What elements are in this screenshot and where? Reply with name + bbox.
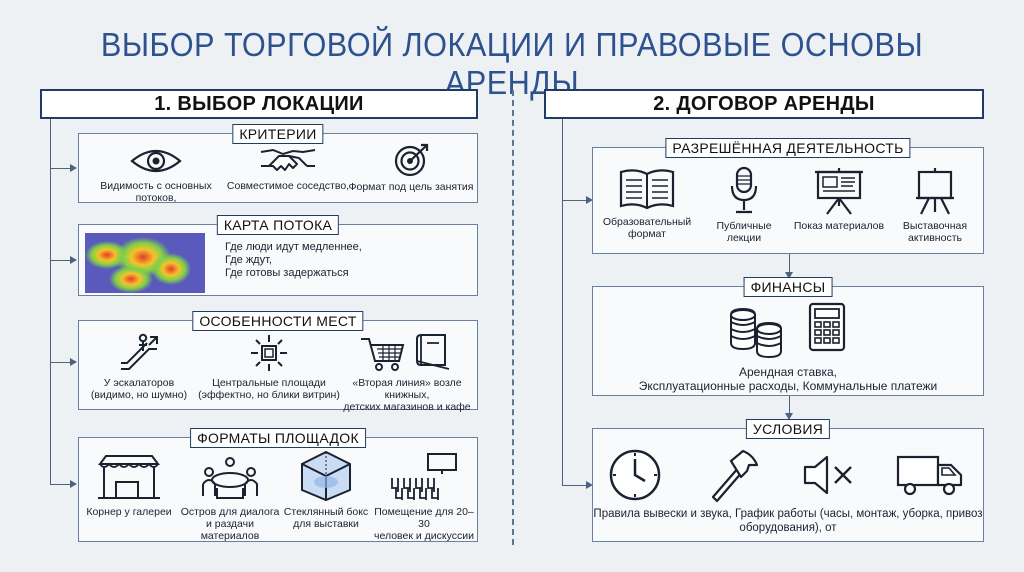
glass-box-icon — [301, 450, 351, 502]
feature-item-second-line: «Вторая линия» возле книжных, детских ма… — [337, 331, 477, 413]
format-item-room: Помещение для 20–30 человек и дискуссии — [371, 452, 477, 542]
format-item-island: Остров для диалога и раздачи материалов — [179, 452, 281, 542]
activity-item-education: Образовательный формат — [597, 166, 697, 240]
flow-map-panel: КАРТА ПОТОКА Где люди идут медленнее, Гд… — [78, 215, 478, 296]
features-label: ОСОБЕННОСТИ МЕСТ — [192, 311, 364, 331]
eye-icon — [130, 149, 182, 173]
format-item-corner: Корнер у галереи — [81, 452, 177, 518]
column-divider — [512, 90, 514, 545]
escalator-icon — [121, 333, 158, 370]
activity-item-lectures: Публичные лекции — [699, 166, 789, 244]
activity-item-exhibit: Выставочная активность — [889, 166, 981, 244]
coins-icon — [730, 307, 782, 359]
formats-panel: ФОРМАТЫ ПЛОЩАДОК Корнер у галереи Остров… — [78, 428, 478, 542]
heatmap-image — [85, 233, 205, 293]
flow-map-label: КАРТА ПОТОКА — [216, 215, 340, 235]
central-square-icon — [251, 335, 287, 371]
activity-item-show: Показ материалов — [789, 166, 889, 232]
criteria-label: КРИТЕРИИ — [232, 124, 324, 144]
feature-item-central: Центральные площади (эффектно, но блики … — [197, 333, 341, 401]
target-icon — [394, 143, 429, 177]
criteria-panel: КРИТЕРИИ Видимость с основных потоков, С… — [78, 124, 478, 204]
conditions-text: Правила вывески и звука, График работы (… — [593, 508, 983, 534]
hammer-icon — [711, 449, 759, 503]
formats-label: ФОРМАТЫ ПЛОЩАДОК — [190, 428, 366, 448]
left-connector-line — [50, 119, 51, 484]
format-item-glass-box: Стеклянный бокс для выставки — [281, 450, 371, 530]
truck-icon — [896, 455, 963, 496]
left-column-heading: 1. ВЫБОР ЛОКАЦИИ — [40, 89, 478, 119]
criteria-item-neighbors: Совместимое соседство, — [225, 144, 351, 192]
finance-label: ФИНАНСЫ — [743, 277, 833, 297]
finance-panel: ФИНАНСЫ Арендная ставка, Эксплуатационны… — [592, 277, 984, 396]
right-column-heading: 2. ДОГОВОР АРЕНДЫ — [544, 89, 984, 119]
conditions-label: УСЛОВИЯ — [745, 419, 831, 439]
activity-label: РАЗРЕШЁННАЯ ДЕЯТЕЛЬНОСТЬ — [665, 138, 911, 158]
gallery-corner-icon — [98, 455, 160, 499]
book-icon — [619, 169, 675, 210]
activity-panel: РАЗРЕШЁННАЯ ДЕЯТЕЛЬНОСТЬ Образовательный… — [592, 138, 984, 254]
mute-icon — [803, 455, 852, 495]
room-icon — [391, 453, 457, 500]
easel-icon — [916, 168, 954, 215]
finance-text: Арендная ставка, Эксплуатационные расход… — [638, 365, 938, 393]
conditions-panel: УСЛОВИЯ Правила вывески и звука, График … — [592, 419, 984, 542]
calculator-icon — [808, 302, 846, 352]
clock-icon — [609, 449, 661, 501]
flow-map-text: Где люди идут медленнее, Где ждут, Где г… — [225, 241, 362, 279]
cart-book-icon — [361, 334, 450, 371]
features-panel: ОСОБЕННОСТИ МЕСТ У эскалаторов (видимо, … — [78, 311, 478, 413]
criteria-item-format: Формат под цель занятия — [345, 143, 477, 193]
handshake-icon — [260, 148, 316, 171]
microphone-icon — [730, 166, 758, 214]
page-title: ВЫБОР ТОРГОВОЙ ЛОКАЦИИ И ПРАВОВЫЕ ОСНОВЫ… — [100, 26, 924, 101]
presentation-icon — [815, 168, 863, 215]
criteria-item-visibility: Видимость с основных потоков, — [81, 146, 231, 204]
feature-item-escalators: У эскалаторов (видимо, но шумно) — [83, 333, 195, 401]
island-icon — [202, 457, 258, 499]
right-connector-line — [562, 119, 563, 485]
